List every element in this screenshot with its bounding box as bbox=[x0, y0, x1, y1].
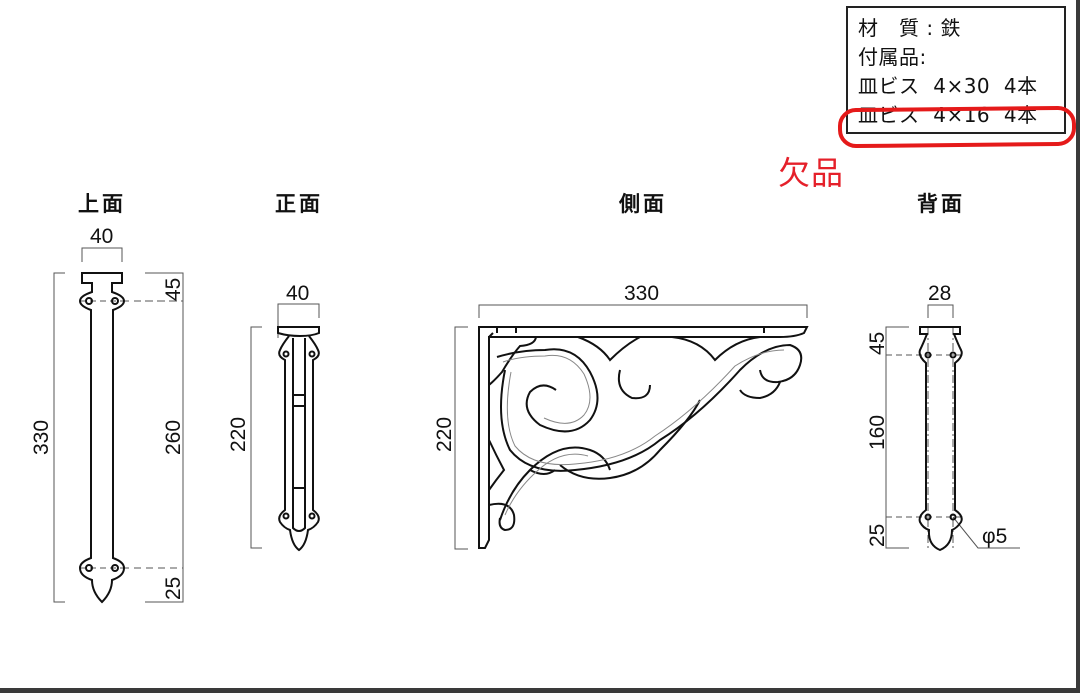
dim-back-width: 28 bbox=[928, 282, 951, 305]
front-view bbox=[250, 303, 320, 549]
dim-back-hole-pitch: 160 bbox=[866, 415, 889, 450]
dim-side-height: 220 bbox=[433, 417, 456, 452]
side-view-bracket bbox=[478, 326, 809, 549]
top-view-part bbox=[78, 272, 126, 604]
dim-front-height: 220 bbox=[227, 417, 250, 452]
frame-border-bottom bbox=[0, 688, 1080, 693]
view-title-back: 背面 bbox=[917, 192, 965, 216]
dim-top-hole-pitch: 260 bbox=[162, 420, 185, 455]
dim-top-width: 40 bbox=[90, 225, 113, 248]
dim-back-hole-diameter: φ5 bbox=[982, 525, 1007, 548]
side-view bbox=[454, 304, 808, 550]
missing-annotation: 欠品 bbox=[778, 154, 845, 192]
dim-top-bottom-offset: 25 bbox=[162, 577, 185, 600]
spec-item-screw-4x30: 皿ビス 4×30 4本 bbox=[858, 74, 1038, 98]
dim-top-offset: 45 bbox=[162, 278, 185, 301]
view-title-side: 側面 bbox=[619, 192, 667, 216]
front-view-part bbox=[277, 326, 320, 552]
dim-front-width: 40 bbox=[286, 282, 309, 305]
dim-top-total-height: 330 bbox=[30, 420, 53, 455]
top-view bbox=[53, 247, 184, 603]
back-view-part bbox=[918, 326, 963, 552]
spec-box: 材 質 : 鉄 付属品: 皿ビス 4×30 4本 皿ビス 4×16 4本 bbox=[846, 6, 1066, 134]
dim-back-top-offset: 45 bbox=[866, 332, 889, 355]
side-view-bracket-inner-lines bbox=[502, 349, 785, 516]
frame-border-right bbox=[1076, 0, 1080, 693]
back-view bbox=[885, 304, 1020, 549]
dim-side-width: 330 bbox=[624, 282, 659, 305]
view-title-front: 正面 bbox=[275, 192, 323, 216]
view-title-top: 上面 bbox=[78, 192, 126, 216]
spec-material: 材 質 : 鉄 bbox=[858, 16, 961, 40]
spec-accessories-label: 付属品: bbox=[858, 45, 927, 69]
spec-item-screw-4x16: 皿ビス 4×16 4本 bbox=[858, 103, 1038, 127]
dim-back-bottom-offset: 25 bbox=[866, 524, 889, 547]
